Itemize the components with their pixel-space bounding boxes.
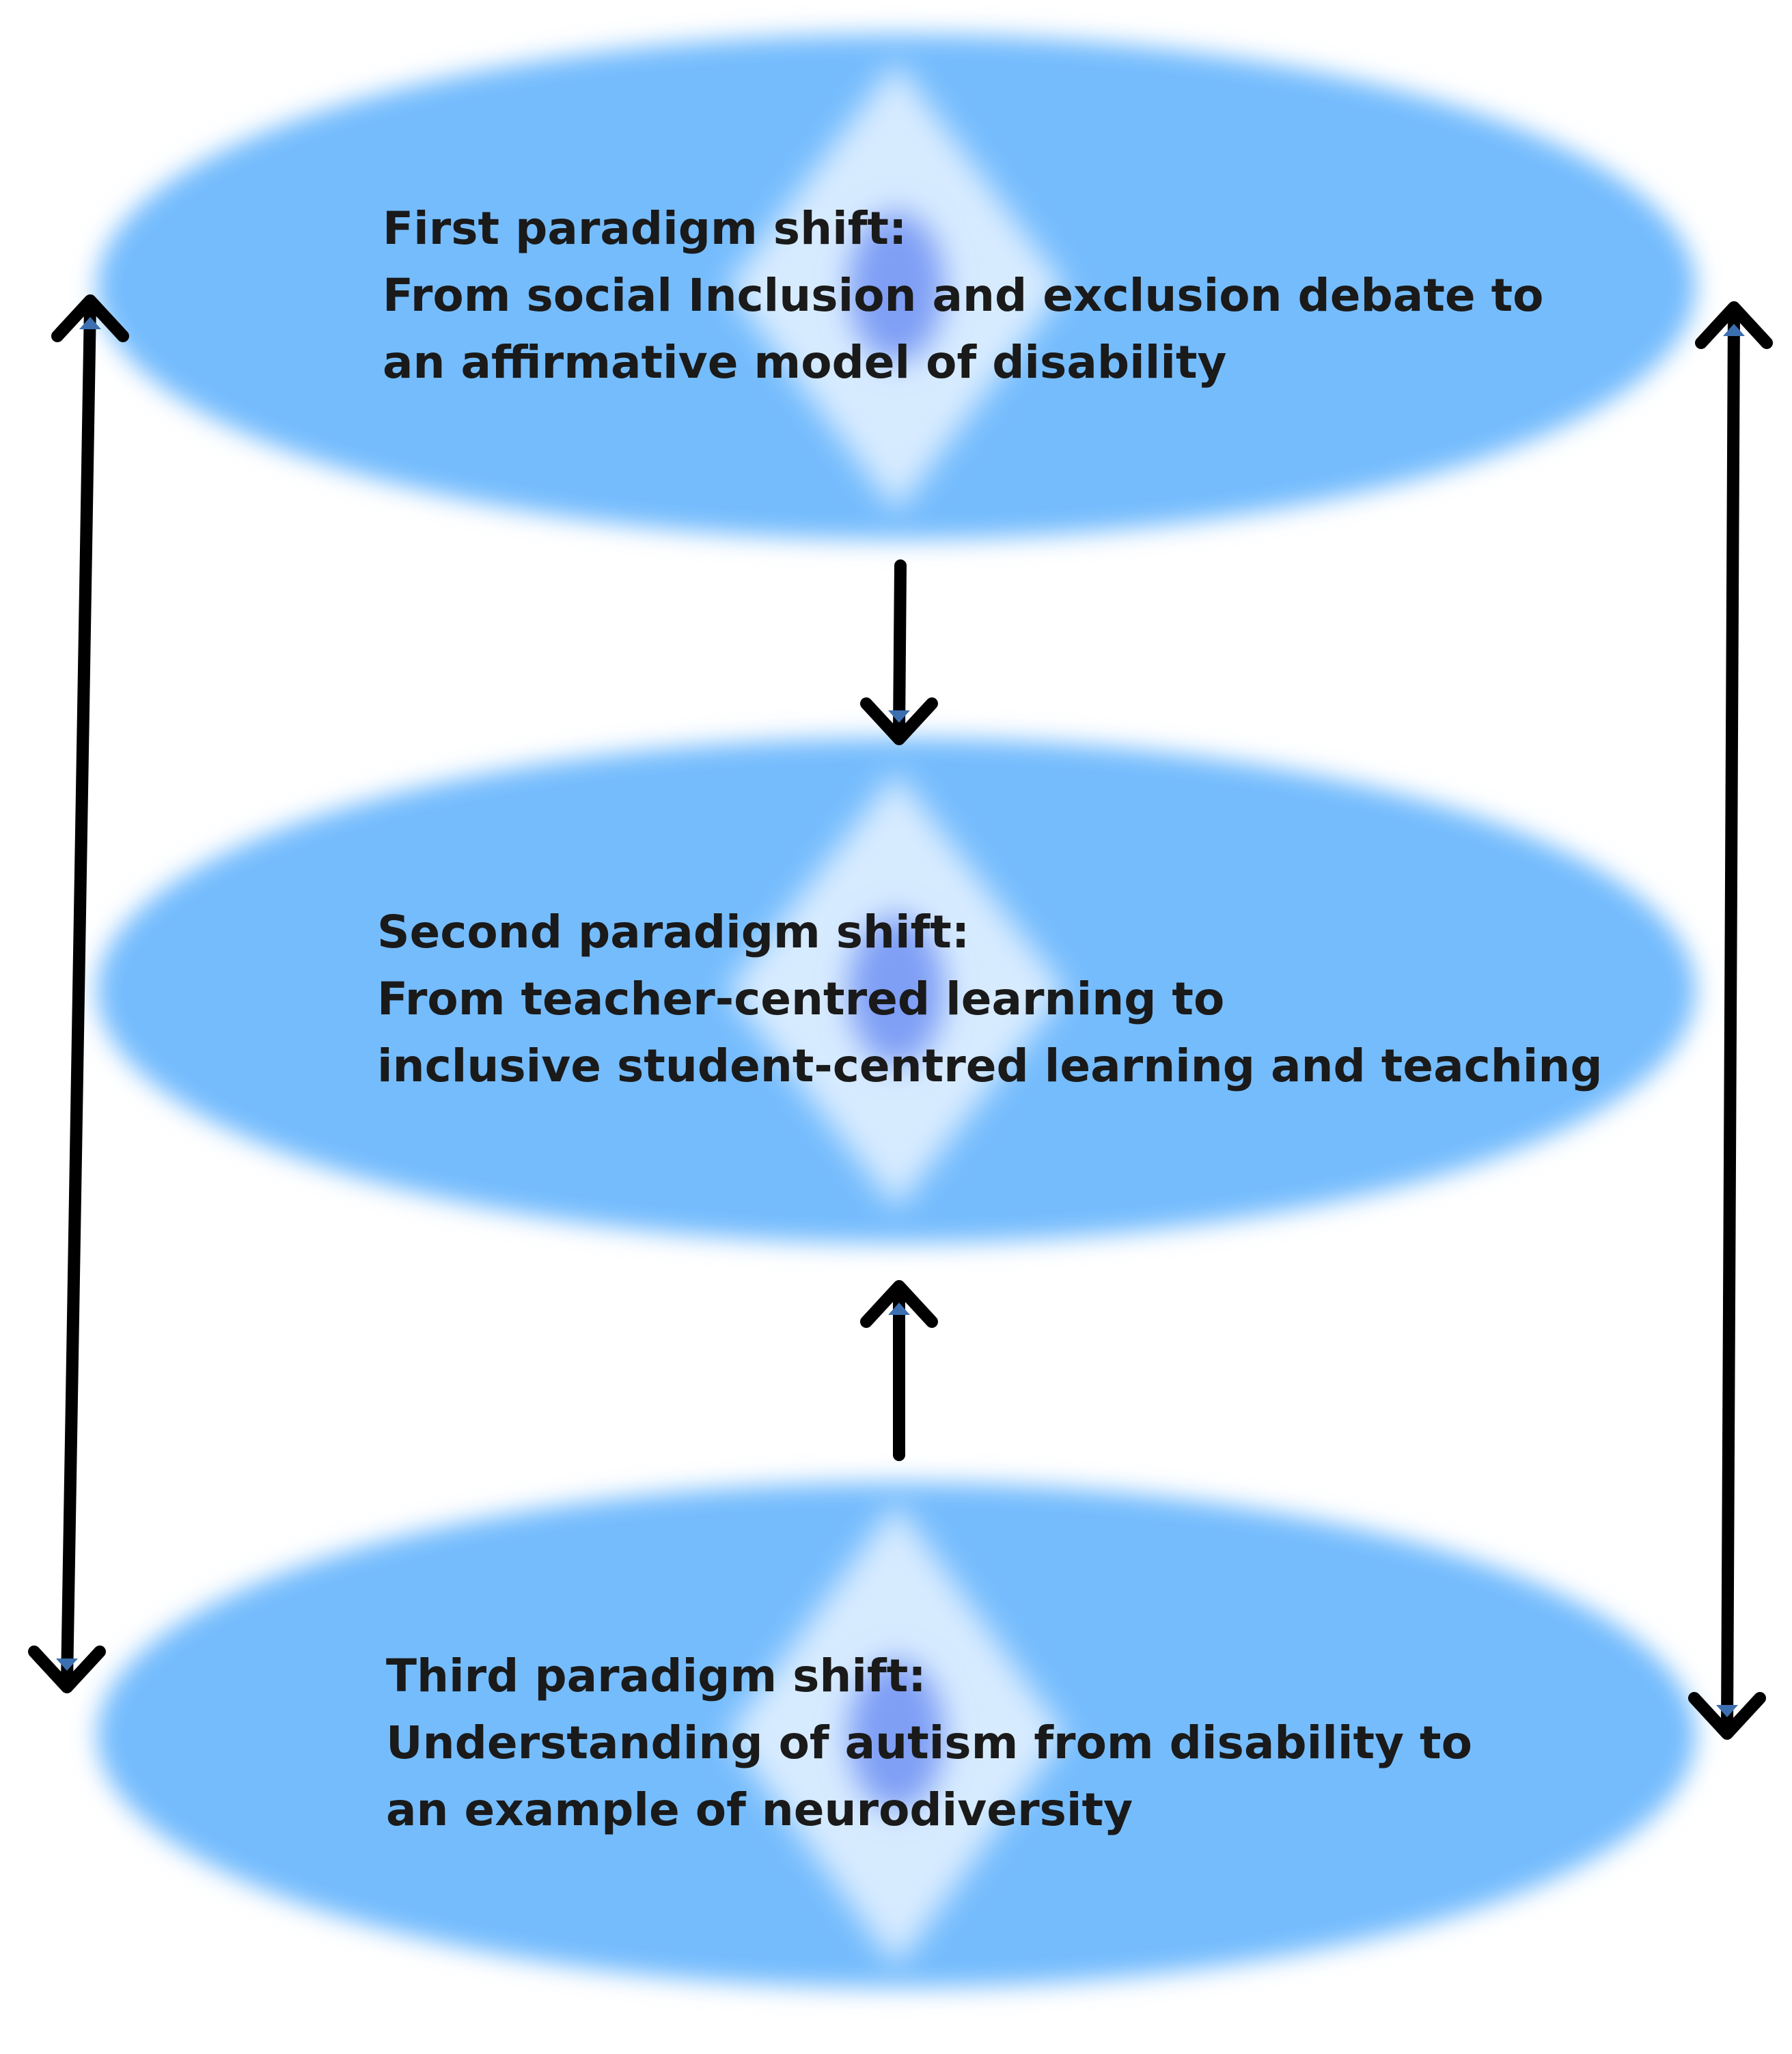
left-double-arrow [28,294,129,1693]
first-shift-ellipse [97,34,1696,540]
first-to-second-arrow [860,559,938,745]
third-shift-text: Third paradigm shift: Understanding of a… [386,1643,1472,1844]
third-shift-line-1: Understanding of autism from disability … [386,1717,1472,1769]
third-to-second-arrow [860,1280,938,1461]
second-shift-heading: Second paradigm shift: [377,906,970,958]
third-shift-line-2: an example of neurodiversity [386,1784,1133,1836]
first-shift-line-1: From social Inclusion and exclusion deba… [383,269,1544,322]
first-shift-line-2: an affirmative model of disability [383,336,1227,389]
first-shift-heading: First paradigm shift: [383,202,907,255]
third-shift-heading: Third paradigm shift: [386,1650,926,1702]
second-shift-line-2: inclusive student-centred learning and t… [377,1040,1603,1092]
second-shift-ellipse [97,738,1696,1243]
second-shift-line-1: From teacher-centred learning to [377,973,1225,1025]
third-shift-ellipse [97,1482,1696,1988]
first-shift-text: First paradigm shift: From social Inclus… [383,195,1544,396]
right-double-arrow [1688,301,1773,1740]
second-shift-text: Second paradigm shift: From teacher-cent… [377,899,1603,1100]
